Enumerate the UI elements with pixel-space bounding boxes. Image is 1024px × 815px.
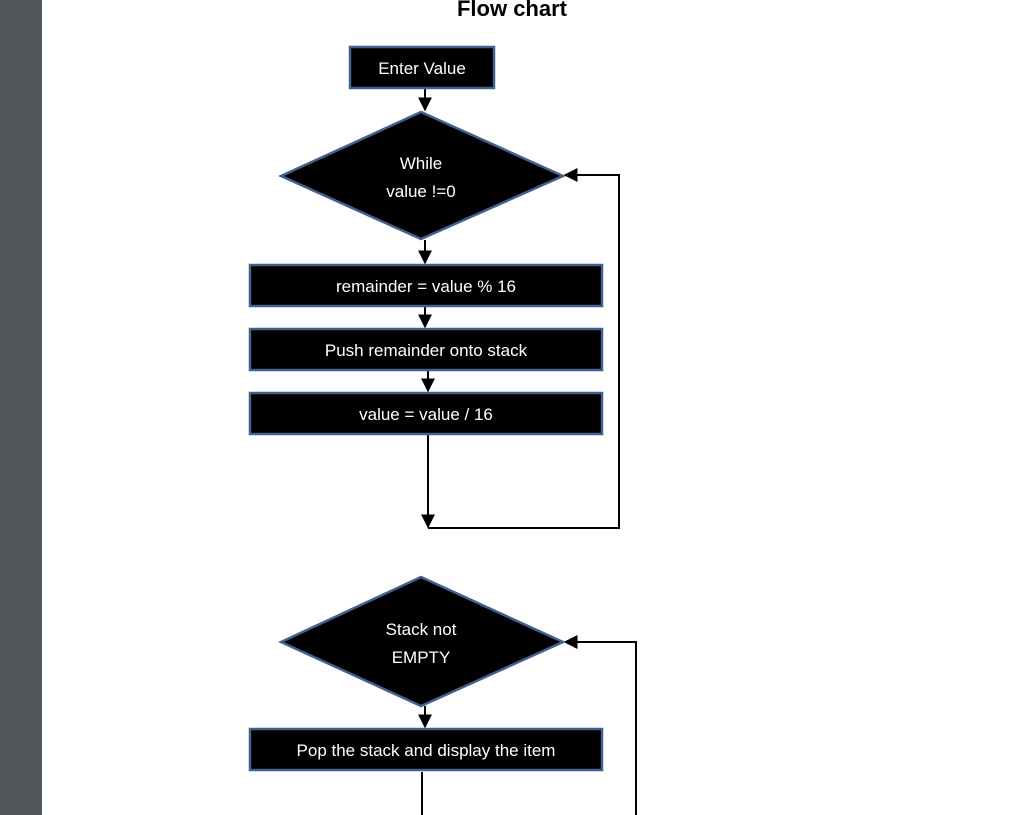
node-enter-value: Enter Value bbox=[348, 45, 496, 90]
node-pop-label: Pop the stack and display the item bbox=[297, 741, 556, 760]
node-push-label: Push remainder onto stack bbox=[325, 341, 528, 360]
node-divide: value = value / 16 bbox=[248, 391, 604, 436]
node-while-decision: While value !=0 bbox=[277, 110, 567, 241]
node-push: Push remainder onto stack bbox=[248, 327, 604, 372]
node-stack-line-2: EMPTY bbox=[392, 648, 451, 667]
viewer-side-gutter bbox=[0, 0, 42, 815]
node-remainder-label: remainder = value % 16 bbox=[336, 277, 516, 296]
node-stack-decision: Stack not EMPTY bbox=[278, 575, 567, 708]
node-while-line-2: value !=0 bbox=[386, 182, 455, 201]
node-remainder: remainder = value % 16 bbox=[248, 263, 604, 308]
node-enter-value-label: Enter Value bbox=[378, 59, 466, 78]
node-pop: Pop the stack and display the item bbox=[248, 727, 604, 772]
node-while-line-1: While bbox=[400, 154, 443, 173]
page-title: Flow chart bbox=[456, 0, 567, 21]
node-stack-line-1: Stack not bbox=[386, 620, 457, 639]
connector-loop-back-to-stack-check bbox=[563, 635, 637, 815]
connector-loop-back-to-while bbox=[428, 168, 620, 529]
node-divide-label: value = value / 16 bbox=[359, 405, 493, 424]
